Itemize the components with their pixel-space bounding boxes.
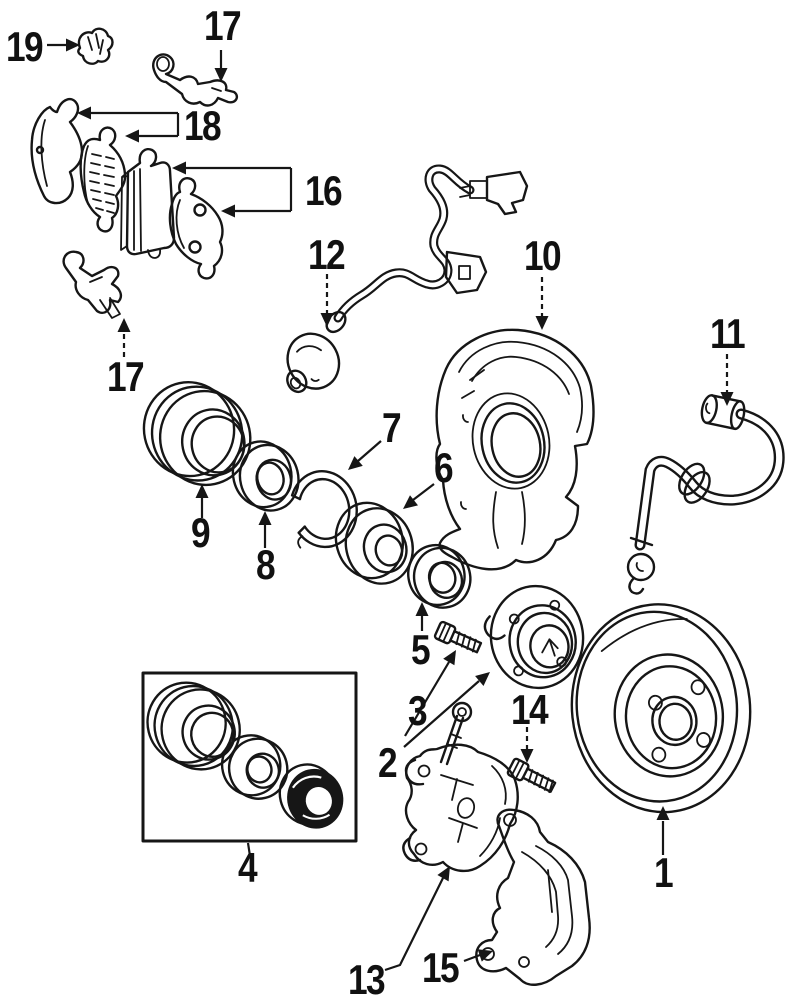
leader-13 [384,877,444,972]
callout-2[interactable]: 2 [378,739,398,786]
arrowhead-17-side [117,318,131,332]
arrowhead-6 [403,495,418,509]
callout-12[interactable]: 12 [308,231,346,278]
part-caliper-bracket [475,808,591,986]
part-splash-shield [435,328,595,571]
arrowhead-11 [720,392,734,406]
arrowhead-16a [172,161,186,175]
leader-18 [91,111,180,138]
part-dust-cover [142,381,252,487]
arrowhead-16b [221,204,235,218]
part-wheel-bearing [334,501,414,585]
part-kit-ring-dark [278,763,344,829]
part-kit-ring-large [146,681,241,771]
callout-6[interactable]: 6 [434,444,454,491]
part-brake-pad-b [168,177,224,280]
arrowhead-7 [348,456,363,470]
callout-1[interactable]: 1 [654,849,674,896]
arrowhead-19 [66,38,80,52]
callout-7[interactable]: 7 [382,404,402,451]
leader-6 [412,483,435,501]
arrowhead-18b [125,129,139,143]
part-brake-hose [626,394,785,595]
arrowhead-15 [477,949,493,962]
arrowhead-18a [77,106,91,120]
leader-15 [463,953,481,963]
arrowhead-12 [320,313,334,327]
arrowhead-9 [195,484,209,498]
callout-8[interactable]: 8 [256,541,276,588]
arrowhead-3 [443,650,456,666]
part-caliper [402,701,519,873]
callout-18[interactable]: 18 [184,102,222,149]
arrowhead-13 [437,866,450,882]
part-inner-shim [120,148,176,259]
arrowhead-1 [656,806,670,820]
leader-4 [246,842,252,857]
part-kit-ring-medium [220,734,289,800]
arrowhead-8 [258,511,272,525]
callout-5[interactable]: 5 [411,626,431,673]
callout-14[interactable]: 14 [511,686,549,733]
part-snap-ring [290,470,358,549]
part-hub-bolt [433,620,483,654]
callout-16[interactable]: 16 [305,167,343,214]
callout-17-top[interactable]: 17 [204,2,242,49]
part-caliper-bolt [506,757,557,794]
callout-13[interactable]: 13 [348,956,386,1000]
arrowhead-5 [415,602,429,616]
callout-10[interactable]: 10 [524,232,562,279]
callout-15[interactable]: 15 [422,944,460,991]
callout-9[interactable]: 9 [191,509,211,556]
part-outer-shim [30,97,84,205]
arrowhead-10 [535,316,549,330]
part-brake-pad-a [79,126,127,233]
part-hub [483,584,585,690]
callout-19[interactable]: 19 [6,23,44,70]
part-rotor [570,603,752,814]
arrowhead-17-top [214,68,228,82]
leader-7 [357,440,382,462]
leader-lines [47,38,734,972]
leader-16 [186,166,293,213]
part-oil-seal [231,440,300,512]
part-seal-kit-box [141,671,358,843]
part-grease-seal [407,543,472,609]
part-pad-support-plate [152,53,239,107]
part-pad-clip [77,27,114,65]
callout-4[interactable]: 4 [238,844,258,891]
callout-11[interactable]: 11 [710,310,746,357]
leader-2 [403,680,480,748]
callout-3[interactable]: 3 [408,687,428,734]
arrowhead-2 [475,672,490,686]
part-wear-indicator [62,250,123,319]
arrowhead-14 [520,749,534,763]
leader-3 [404,661,450,737]
callout-17-side[interactable]: 17 [107,353,145,400]
